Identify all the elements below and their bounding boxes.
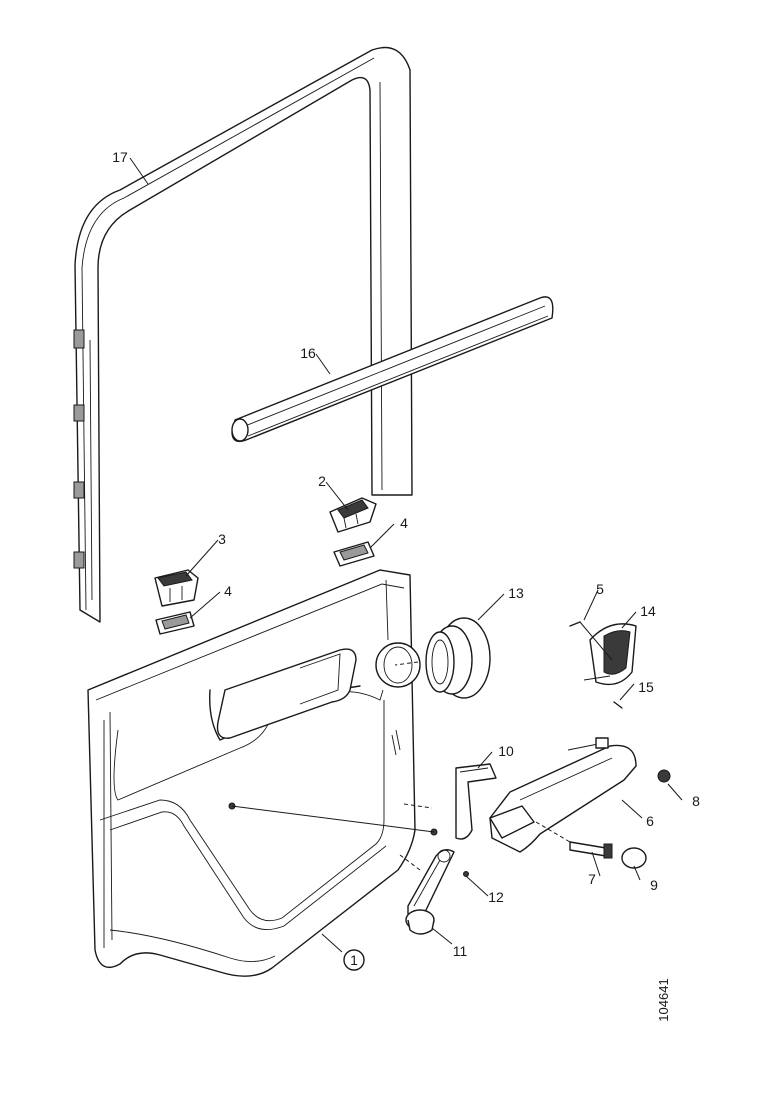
callout-13: 13 <box>508 585 524 601</box>
window-frame-moulding <box>73 46 413 623</box>
door-trim-panel <box>87 569 421 977</box>
mirror-switch <box>154 569 199 607</box>
callout-1: 1 <box>350 952 358 968</box>
screw-cap <box>621 847 647 869</box>
callout-8: 8 <box>692 793 700 809</box>
callout-15: 15 <box>638 679 654 695</box>
callout-3: 3 <box>218 531 226 547</box>
screw-upper <box>569 621 613 661</box>
window-switch <box>329 497 377 533</box>
callout-9: 9 <box>650 877 658 893</box>
handle-bracket <box>455 763 497 840</box>
belt-moulding-strip <box>231 296 554 443</box>
callout-11: 11 <box>453 943 468 959</box>
screw-lower <box>613 701 623 709</box>
callout-6: 6 <box>646 813 654 829</box>
reference-number: 104641 <box>656 978 671 1021</box>
callout-12: 12 <box>488 889 504 905</box>
callout-4-upper: 4 <box>400 515 408 531</box>
switch-bezel-upper <box>333 541 375 567</box>
handle-screw <box>569 841 613 859</box>
callout-5: 5 <box>596 581 604 597</box>
switch-bezel-lower <box>155 611 195 635</box>
winder-knob <box>405 909 435 935</box>
callout-circle-1 <box>343 949 365 971</box>
callout-7: 7 <box>588 871 596 887</box>
callout-4-lower: 4 <box>224 583 232 599</box>
leader-lines <box>129 157 683 953</box>
mirror-cover-trim <box>583 623 637 686</box>
handle-nut <box>657 769 671 783</box>
callout-16: 16 <box>300 345 316 361</box>
door-pull-handle <box>489 737 637 853</box>
window-winder-handle <box>407 849 455 917</box>
assembly-lines <box>231 803 571 871</box>
callout-10: 10 <box>498 743 514 759</box>
callout-17: 17 <box>112 149 128 165</box>
callout-14: 14 <box>640 603 656 619</box>
callout-2: 2 <box>318 473 326 489</box>
speaker-grille <box>394 617 491 699</box>
